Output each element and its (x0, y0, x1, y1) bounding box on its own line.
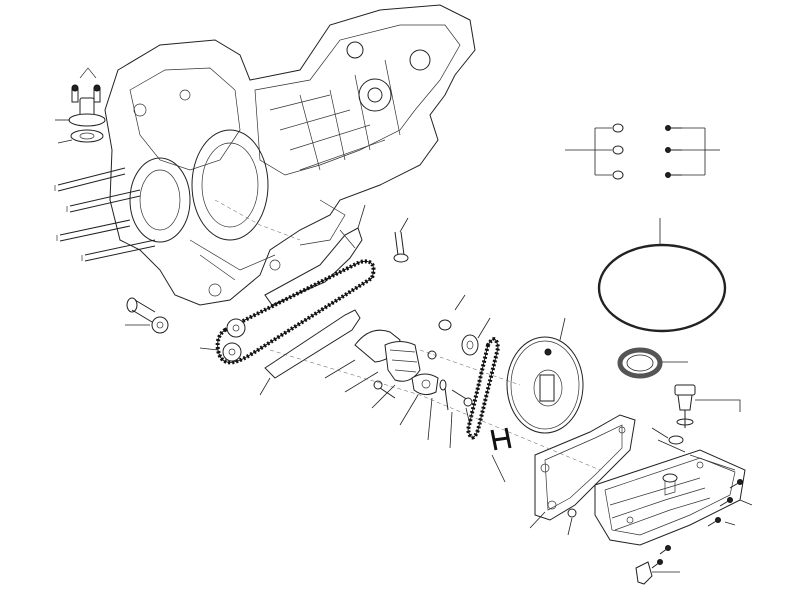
pivot-bolt (125, 297, 169, 334)
sump-bolts (651, 479, 753, 569)
dipstick (651, 384, 741, 445)
driven-sprocket (506, 317, 584, 434)
tensioner-assembly (55, 67, 106, 144)
oil-pump-chain (465, 337, 501, 440)
explosion-axes (214, 199, 601, 471)
crank-sprockets (222, 318, 246, 362)
crankcase-housing (104, 4, 476, 306)
pump-bolts (373, 379, 473, 449)
guide-bolt (393, 217, 409, 263)
cylinder-studs (54, 167, 156, 262)
timing-chain-main (199, 259, 376, 365)
upper-chain-guide (264, 204, 366, 306)
oil-sump (594, 439, 746, 546)
fastener-group (565, 123, 720, 180)
lower-chain-guide (259, 309, 361, 396)
pump-sprocket (461, 317, 491, 356)
oil-pump (324, 329, 439, 441)
chain-link-symbol (490, 427, 512, 483)
drain-plug (635, 561, 680, 585)
gasket-ring (617, 347, 688, 379)
pump-cover (529, 414, 636, 536)
circlip (438, 294, 466, 331)
o-ring (597, 218, 727, 333)
